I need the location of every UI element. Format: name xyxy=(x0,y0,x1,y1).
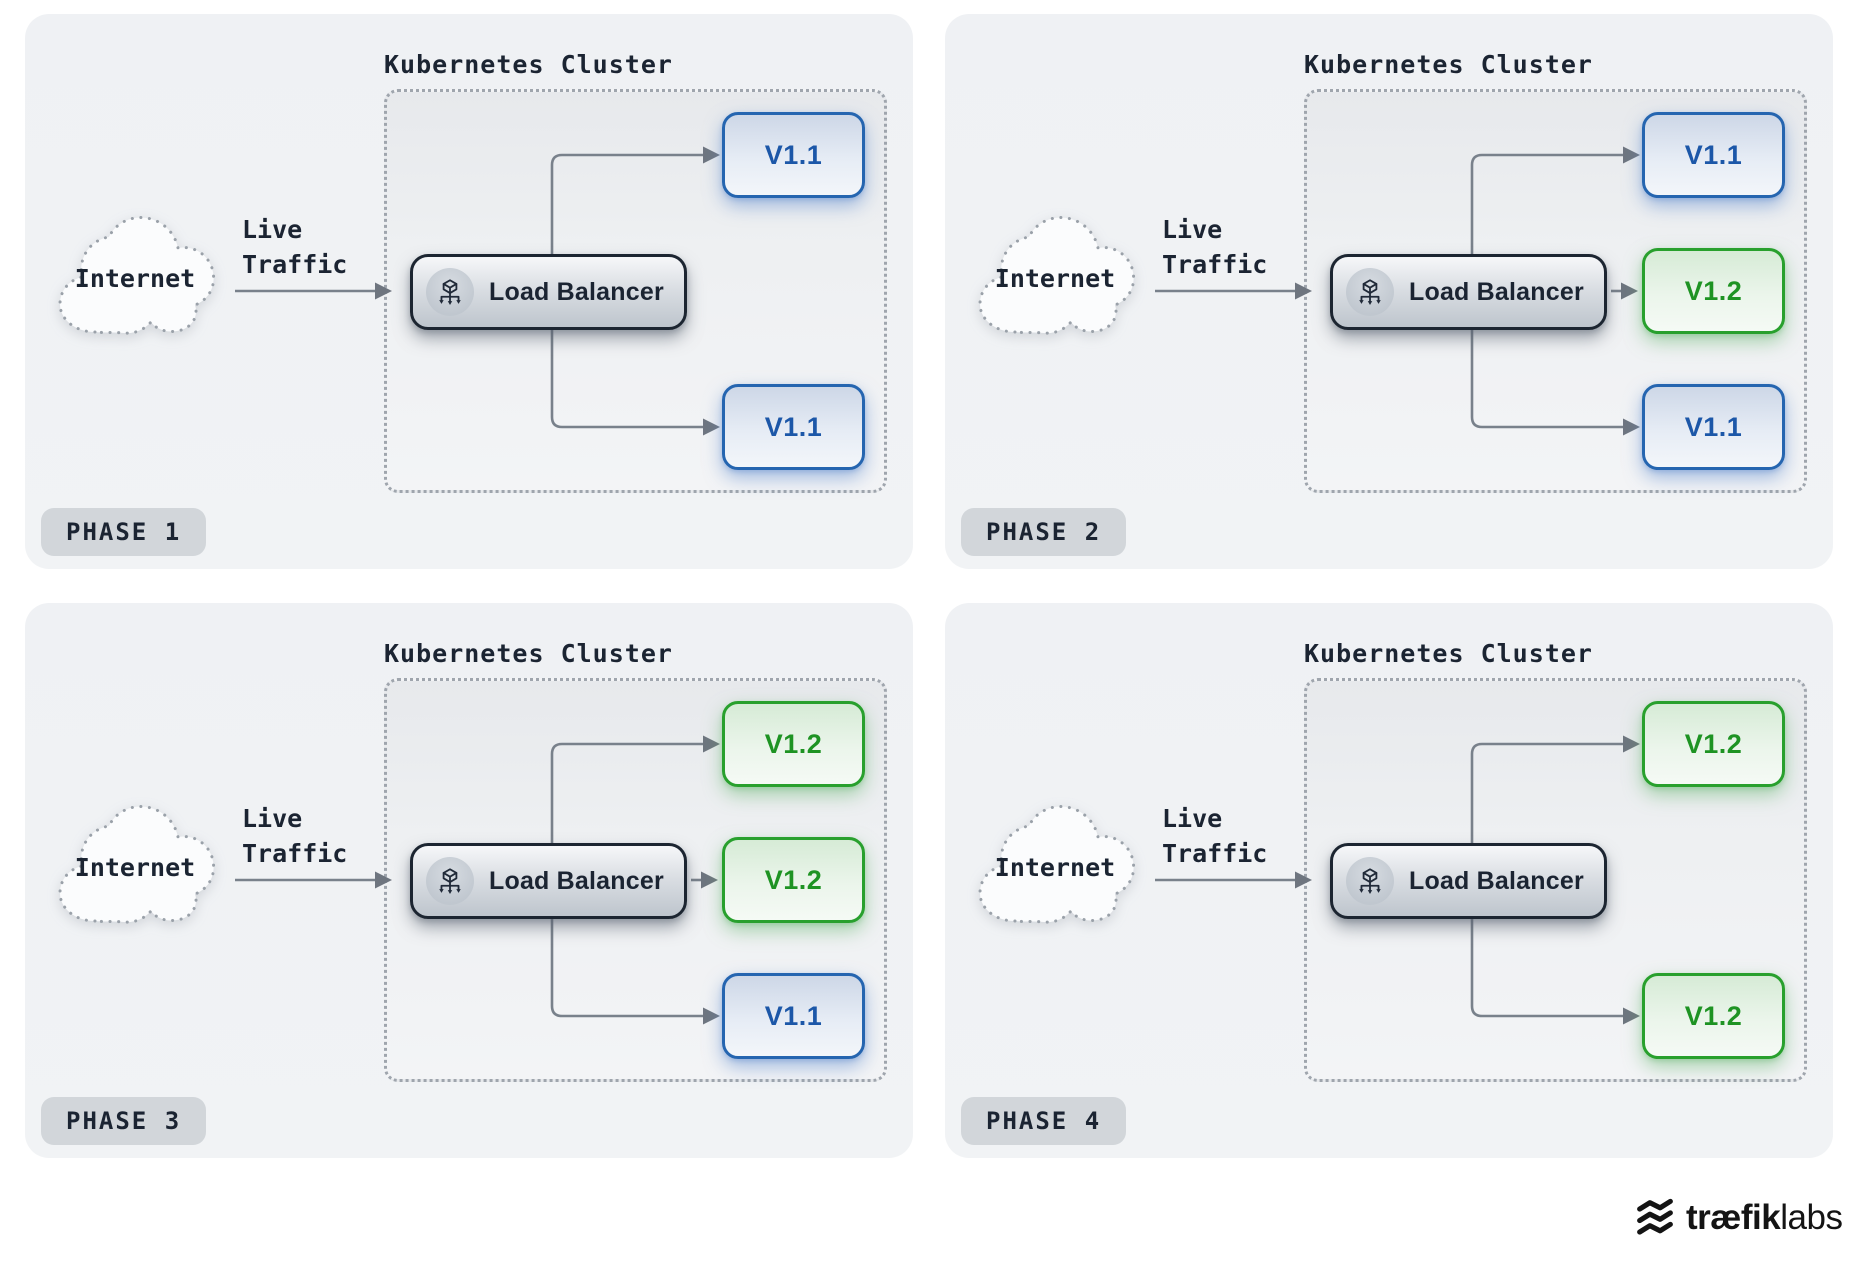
live-traffic-label: Live Traffic xyxy=(1162,215,1268,279)
version-box-v1.2: V1.2 xyxy=(1642,701,1785,787)
load-balancer-label: Load Balancer xyxy=(1409,277,1584,306)
traffic-connectors xyxy=(235,146,720,436)
phase-badge: PHASE 2 xyxy=(961,508,1127,556)
internet-cloud-shape xyxy=(978,216,1136,335)
mid-arrow xyxy=(691,871,718,889)
live-traffic-label: Live Traffic xyxy=(242,804,348,868)
version-box-v1.1: V1.1 xyxy=(722,384,865,470)
mid-arrow xyxy=(1611,282,1638,300)
internet-label: Internet xyxy=(74,853,196,882)
internet-cloud-shape xyxy=(58,216,216,335)
phase-badge: PHASE 4 xyxy=(961,1097,1127,1145)
traefiklabs-wordmark: træfiklabs xyxy=(1686,1192,1843,1244)
version-box-v1.2: V1.2 xyxy=(1642,248,1785,334)
phase-badge: PHASE 1 xyxy=(41,508,207,556)
internet-arrow xyxy=(1155,282,1312,300)
load-balancer-box: Load Balancer xyxy=(410,843,687,919)
load-balancer-icon xyxy=(426,268,474,316)
internet-arrow xyxy=(235,282,392,300)
bottom-elbow-arrow xyxy=(1470,330,1640,436)
bottom-elbow-arrow xyxy=(1470,919,1640,1025)
live-traffic-label: Live Traffic xyxy=(242,215,348,279)
version-box-v1.1: V1.1 xyxy=(1642,112,1785,198)
version-box-v1.2: V1.2 xyxy=(1642,973,1785,1059)
internet-cloud xyxy=(965,799,1165,929)
traffic-connectors xyxy=(1155,146,1640,436)
traffic-connectors xyxy=(235,735,720,1025)
phase-panel-3: Kubernetes Cluster Internet Live Traffic xyxy=(25,603,913,1158)
traffic-connectors xyxy=(1155,735,1640,1025)
top-elbow-arrow xyxy=(1470,735,1640,843)
live-traffic-label: Live Traffic xyxy=(1162,804,1268,868)
internet-label: Internet xyxy=(74,264,196,293)
internet-arrow xyxy=(235,871,392,889)
logo-light-text: labs xyxy=(1780,1198,1843,1237)
internet-cloud xyxy=(965,210,1165,340)
kubernetes-cluster-label: Kubernetes Cluster xyxy=(384,50,673,79)
top-elbow-arrow xyxy=(550,735,720,843)
load-balancer-box: Load Balancer xyxy=(1330,254,1607,330)
internet-cloud-shape xyxy=(58,805,216,924)
kubernetes-cluster-label: Kubernetes Cluster xyxy=(384,639,673,668)
load-balancer-label: Load Balancer xyxy=(1409,866,1584,895)
internet-cloud xyxy=(45,799,245,929)
version-box-v1.1: V1.1 xyxy=(722,973,865,1059)
phase-badge: PHASE 3 xyxy=(41,1097,207,1145)
top-elbow-arrow xyxy=(1470,146,1640,254)
load-balancer-box: Load Balancer xyxy=(1330,843,1607,919)
version-box-v1.1: V1.1 xyxy=(722,112,865,198)
load-balancer-box: Load Balancer xyxy=(410,254,687,330)
internet-label: Internet xyxy=(994,853,1116,882)
phase-panel-2: Kubernetes Cluster Internet Live Traffic xyxy=(945,14,1833,569)
kubernetes-cluster-label: Kubernetes Cluster xyxy=(1304,50,1593,79)
traefiklabs-logo: træfiklabs xyxy=(1632,1192,1843,1244)
logo-bold-text: træfik xyxy=(1686,1198,1781,1237)
internet-label: Internet xyxy=(994,264,1116,293)
phase-panel-4: Kubernetes Cluster Internet Live Traffic xyxy=(945,603,1833,1158)
bottom-elbow-arrow xyxy=(550,919,720,1025)
load-balancer-label: Load Balancer xyxy=(489,866,664,895)
internet-cloud xyxy=(45,210,245,340)
internet-arrow xyxy=(1155,871,1312,889)
kubernetes-cluster-label: Kubernetes Cluster xyxy=(1304,639,1593,668)
load-balancer-label: Load Balancer xyxy=(489,277,664,306)
phase-panel-1: Kubernetes Cluster Internet Live Traffic xyxy=(25,14,913,569)
traefiklabs-logo-icon xyxy=(1637,1198,1673,1235)
version-box-v1.1: V1.1 xyxy=(1642,384,1785,470)
version-box-v1.2: V1.2 xyxy=(722,837,865,923)
load-balancer-icon xyxy=(426,857,474,905)
load-balancer-icon xyxy=(1346,268,1394,316)
version-box-v1.2: V1.2 xyxy=(722,701,865,787)
bottom-elbow-arrow xyxy=(550,330,720,436)
load-balancer-icon xyxy=(1346,857,1394,905)
internet-cloud-shape xyxy=(978,805,1136,924)
top-elbow-arrow xyxy=(550,146,720,254)
